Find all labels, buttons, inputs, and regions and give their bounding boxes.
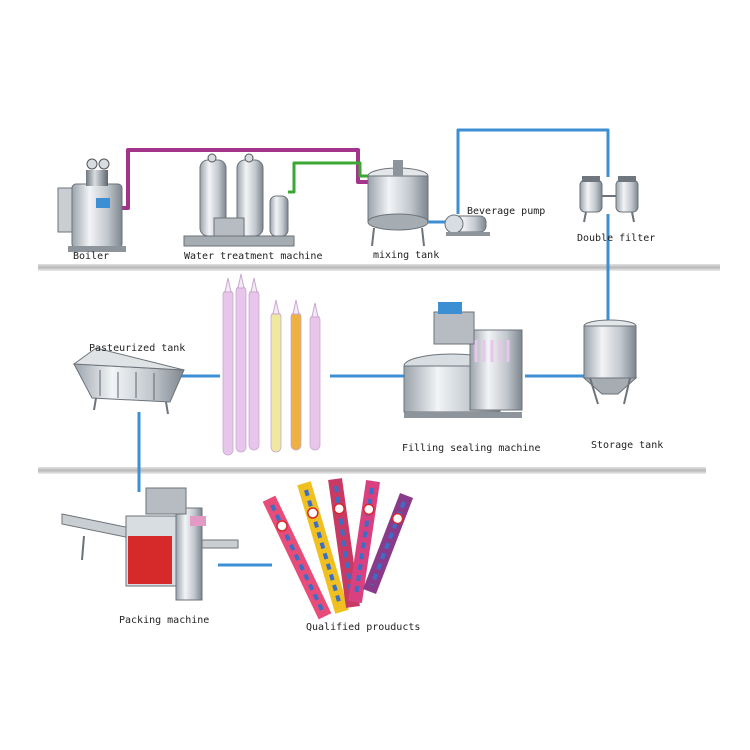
floor-line-middle — [38, 467, 706, 474]
ice-pop-stick — [270, 299, 282, 453]
product-pack — [262, 495, 332, 620]
beverage-pump-machine — [444, 214, 490, 236]
qualified-products-packs — [262, 478, 414, 620]
pasteurized-tank-machine — [72, 347, 185, 415]
product-pack — [297, 481, 349, 614]
water-treatment-machine — [183, 153, 295, 247]
label-water-treatment: Water treatment machine — [184, 251, 323, 262]
label-boiler: Boiler — [73, 251, 110, 262]
ice-pop-stick — [222, 277, 234, 456]
steam-pipe — [121, 148, 373, 210]
label-pasteurized-tank: Pasteurized tank — [89, 343, 186, 354]
water-pipe — [288, 161, 373, 194]
storage-tank-machine — [582, 319, 638, 405]
label-packing-machine: Packing machine — [119, 615, 210, 626]
floor-line-top — [38, 264, 720, 271]
label-mixing-tank: mixing tank — [373, 250, 440, 261]
boiler-machine — [57, 158, 126, 252]
ice-pop-stick — [290, 299, 302, 451]
ice-pop-stick — [248, 277, 260, 451]
ice-pop-sticks — [222, 273, 321, 456]
product-pack — [348, 480, 380, 603]
steam-pipe-line — [121, 148, 373, 210]
label-storage-tank: Storage tank — [591, 440, 664, 451]
ice-pop-stick — [235, 273, 247, 453]
water-pipe-line — [288, 161, 373, 194]
label-qualified-products: Qualified prouducts — [306, 622, 421, 633]
mixing-tank-machine — [367, 160, 429, 247]
packing-machine — [61, 487, 239, 601]
product-pipe — [137, 128, 610, 567]
product-pack — [328, 478, 360, 608]
product-pack — [362, 492, 414, 595]
label-double-filter: Double filter — [577, 233, 656, 244]
label-filling-sealing: Filling sealing machine — [402, 443, 541, 454]
filling-sealing-machine — [403, 302, 523, 418]
pipe-pump-to-filter — [456, 128, 610, 214]
double-filter-machine — [579, 176, 639, 223]
ice-pop-stick — [309, 302, 321, 451]
label-beverage-pump: Beverage pump — [467, 206, 546, 217]
